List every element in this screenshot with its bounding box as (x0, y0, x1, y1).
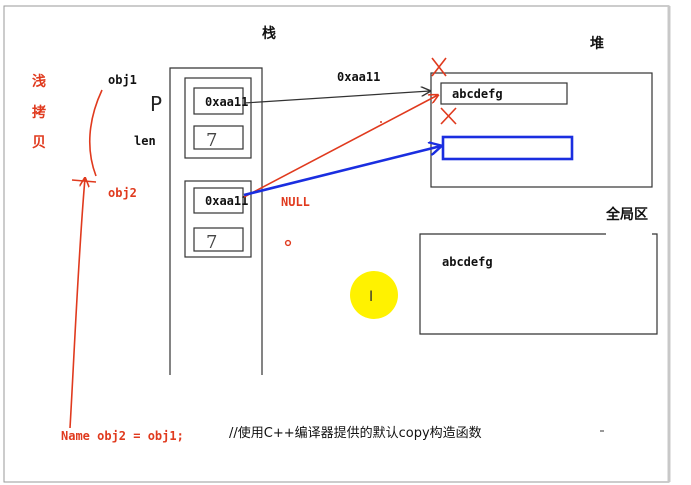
global-title: 全局区 (605, 206, 648, 223)
cursor-highlight (350, 271, 398, 319)
code-line: Name obj2 = obj1; (61, 429, 184, 443)
shallow-title-char-1: 浅 (32, 73, 46, 90)
shallow-title-char-3: 贝 (32, 135, 46, 151)
obj2-label: obj2 (108, 186, 137, 200)
obj2-pointer-cell (193, 187, 244, 214)
len-label: len (134, 134, 156, 148)
obj2-len-cell (193, 227, 244, 252)
global-region (419, 233, 658, 335)
red-cross-top (431, 57, 447, 77)
null-label: NULL (281, 195, 310, 209)
obj2-len-value: 7 (206, 232, 217, 253)
stack-title: 栈 (262, 25, 276, 42)
code-to-obj2-arrow (69, 178, 85, 429)
red-small-circle (284, 239, 292, 247)
red-dot (380, 121, 382, 123)
heap-new-cell (441, 135, 574, 161)
handwritten-p: P (150, 92, 162, 116)
obj1-pointer-value: 0xaa11 (205, 95, 248, 109)
text-cursor-icon: I (369, 289, 373, 305)
global-string-value: abcdefg (442, 255, 493, 269)
obj1-pointer-cell (193, 87, 244, 115)
obj1-pointer-arrow (243, 91, 430, 104)
heap-string-value: abcdefg (452, 87, 503, 101)
code-comment: //使用C++编译器提供的默认copy构造函数 (229, 425, 482, 441)
obj1-len-value: 7 (206, 130, 217, 151)
shallow-title-char-2: 拷 (32, 104, 46, 121)
red-cross-middle (440, 107, 457, 125)
obj2-pointer-arrow-blue (243, 146, 441, 197)
stack-column (169, 67, 263, 375)
obj1-label: obj1 (108, 73, 137, 87)
obj2-pointer-arrow-red (243, 95, 438, 198)
heap-address-label: 0xaa11 (337, 70, 380, 84)
obj1-obj2-bracket (88, 89, 103, 177)
heap-title: 堆 (590, 35, 604, 52)
obj2-pointer-value: 0xaa11 (205, 194, 248, 208)
obj1-len-cell (193, 125, 244, 150)
heap-string-cell (440, 82, 568, 105)
